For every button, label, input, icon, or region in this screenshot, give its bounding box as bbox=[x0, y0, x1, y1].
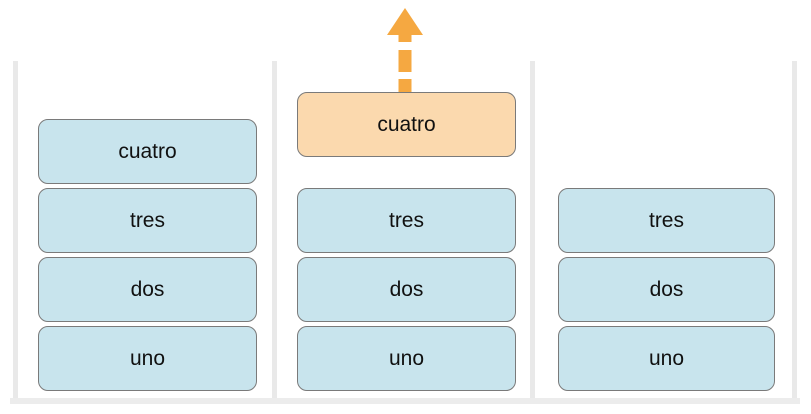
stack-block: tres bbox=[38, 188, 257, 253]
container-wall-3 bbox=[530, 61, 535, 398]
stack-block: dos bbox=[297, 257, 516, 322]
stack-block: uno bbox=[558, 326, 775, 391]
popped-block: cuatro bbox=[297, 92, 516, 157]
stack-block: dos bbox=[558, 257, 775, 322]
block-label: tres bbox=[648, 208, 684, 232]
container-wall-1 bbox=[13, 61, 18, 398]
block-label: uno bbox=[648, 346, 685, 370]
block-label: dos bbox=[649, 277, 684, 301]
stack-left: cuatro tres dos uno bbox=[38, 119, 257, 391]
block-label: dos bbox=[389, 277, 424, 301]
dashed-up-arrow-icon bbox=[387, 8, 423, 92]
stack-block: dos bbox=[38, 257, 257, 322]
block-label: uno bbox=[129, 346, 166, 370]
stack-block: uno bbox=[297, 326, 516, 391]
block-label: cuatro bbox=[118, 139, 177, 163]
stack-middle: tres dos uno bbox=[297, 188, 516, 391]
stack-block: tres bbox=[558, 188, 775, 253]
container-base bbox=[10, 398, 800, 404]
container-wall-4 bbox=[792, 61, 797, 398]
block-label: tres bbox=[129, 208, 165, 232]
block-label: cuatro bbox=[377, 112, 436, 136]
block-label: uno bbox=[388, 346, 425, 370]
block-label: dos bbox=[130, 277, 165, 301]
stack-block: tres bbox=[297, 188, 516, 253]
container-wall-2 bbox=[272, 61, 277, 398]
block-label: tres bbox=[388, 208, 424, 232]
stack-block: cuatro bbox=[38, 119, 257, 184]
stack-right: tres dos uno bbox=[558, 188, 775, 391]
stack-block: uno bbox=[38, 326, 257, 391]
